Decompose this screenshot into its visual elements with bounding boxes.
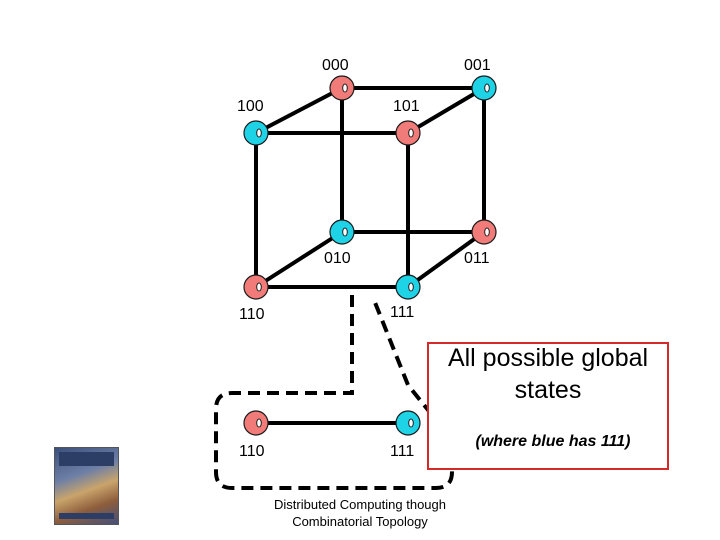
node-101 — [395, 120, 421, 146]
node-110 — [243, 274, 269, 300]
nodes — [243, 75, 497, 436]
label-001: 001 — [464, 57, 491, 74]
label-010: 010 — [324, 250, 351, 267]
node-010 — [329, 219, 355, 245]
node-lower-110 — [243, 410, 269, 436]
label-lower-110: 110 — [239, 443, 265, 460]
label-000: 000 — [322, 57, 349, 74]
node-lower-111 — [395, 410, 421, 436]
callout-line-1: All possible global — [447, 344, 649, 372]
caption-line-2: Combinatorial Topology — [292, 514, 428, 529]
dashed-group-outline — [214, 295, 454, 490]
book-cover-image — [54, 447, 119, 525]
callout-line-2: states — [514, 376, 582, 404]
edge-001-101 — [406, 86, 486, 135]
book-footer-band — [59, 513, 114, 519]
node-011 — [471, 219, 497, 245]
cube-edges — [254, 86, 486, 425]
edge-010-110 — [254, 230, 344, 289]
label-101: 101 — [393, 98, 420, 115]
node-100 — [243, 120, 269, 146]
label-100: 100 — [237, 98, 264, 115]
edge-000-100 — [255, 86, 343, 135]
footer-caption: Distributed Computing though Combinatori… — [240, 496, 480, 530]
label-110: 110 — [239, 306, 265, 323]
node-000 — [329, 75, 355, 101]
label-111: 111 — [390, 304, 415, 321]
label-lower-111: 111 — [390, 443, 415, 460]
callout-subtext: (where blue has 111) — [475, 433, 631, 450]
node-001 — [471, 75, 497, 101]
edge-011-111 — [406, 230, 486, 289]
label-011: 011 — [464, 250, 490, 267]
book-title-band — [59, 452, 114, 466]
caption-line-1: Distributed Computing though — [274, 497, 446, 512]
callout-box — [427, 342, 669, 470]
node-111 — [395, 274, 421, 300]
callout-text: All possible global states — [430, 342, 666, 410]
